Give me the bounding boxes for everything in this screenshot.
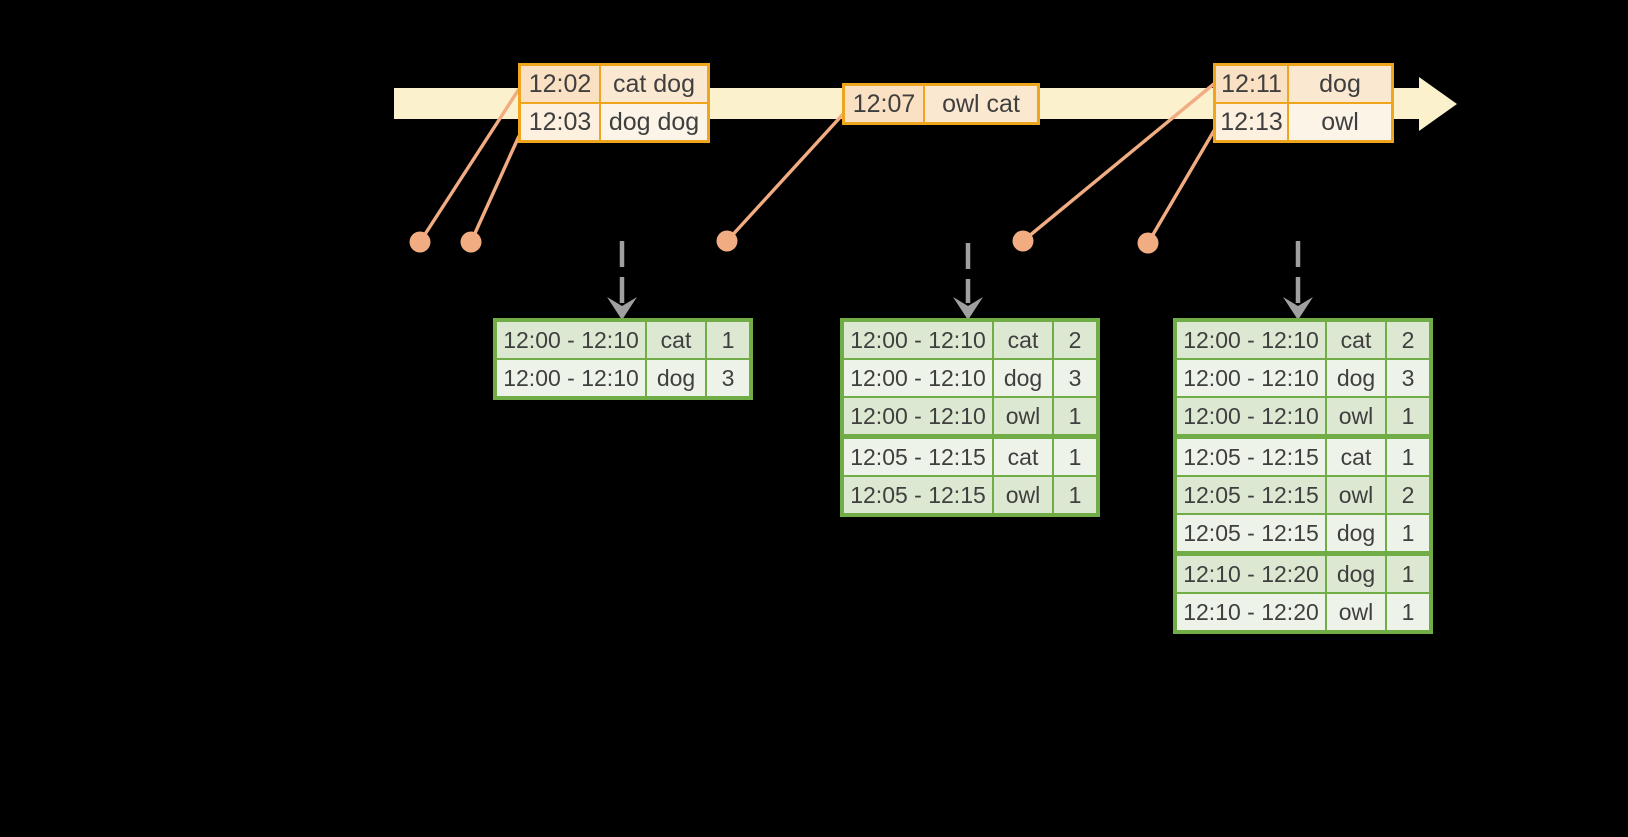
result-word-cell: dog (1325, 513, 1387, 555)
result-word-cell: owl (992, 396, 1054, 438)
result-row: 12:05 - 12:15 dog 1 (1174, 513, 1432, 555)
result-word-cell: owl (1325, 592, 1387, 633)
event-words: cat dog (599, 63, 710, 104)
result-count-cell: 1 (1385, 434, 1432, 477)
result-window-cell: 12:05 - 12:15 (841, 475, 994, 516)
result-word-cell: dog (1325, 551, 1387, 594)
result-word-cell: dog (1325, 358, 1387, 398)
event-row: 12:11 dog (1213, 63, 1394, 104)
event-box-1211: 12:11 dog 12:13 owl (1213, 63, 1394, 143)
result-count-cell: 3 (705, 358, 752, 399)
result-window-cell: 12:10 - 12:20 (1174, 551, 1327, 594)
event-dot-icon (1012, 230, 1034, 252)
result-word-cell: owl (992, 475, 1054, 516)
event-row: 12:13 owl (1213, 102, 1394, 143)
event-time: 12:02 (518, 63, 601, 104)
event-dot-icon (409, 231, 431, 253)
result-window-cell: 12:00 - 12:10 (1174, 319, 1327, 360)
result-count-cell: 1 (1052, 434, 1099, 477)
result-count-cell: 1 (1385, 551, 1432, 594)
result-word-cell: owl (1325, 475, 1387, 515)
result-table-2: 12:00 - 12:10 cat 2 12:00 - 12:10 dog 3 … (840, 318, 1100, 517)
result-count-cell: 3 (1052, 358, 1099, 398)
result-count-cell: 3 (1385, 358, 1432, 398)
event-time: 12:03 (518, 102, 601, 143)
result-row: 12:00 - 12:10 dog 3 (494, 358, 752, 399)
trigger-dashed-lines (619, 241, 1301, 303)
event-dots (409, 230, 1159, 254)
result-word-cell: owl (1325, 396, 1387, 438)
result-row: 12:00 - 12:10 owl 1 (841, 396, 1099, 438)
result-window-cell: 12:05 - 12:15 (1174, 475, 1327, 515)
result-count-cell: 1 (1385, 396, 1432, 438)
result-window-cell: 12:00 - 12:10 (494, 358, 647, 399)
connector-line (1146, 128, 1217, 244)
result-window-cell: 12:00 - 12:10 (841, 319, 994, 360)
result-count-cell: 2 (1052, 319, 1099, 360)
result-row: 12:00 - 12:10 cat 2 (841, 319, 1099, 360)
result-count-cell: 1 (705, 319, 752, 360)
result-count-cell: 2 (1385, 475, 1432, 515)
result-count-cell: 1 (1385, 513, 1432, 555)
event-row: 12:02 cat dog (518, 63, 710, 104)
event-box-1207: 12:07 owl cat (842, 83, 1040, 125)
event-dot-icon (716, 230, 738, 252)
result-word-cell: cat (992, 319, 1054, 360)
result-count-cell: 1 (1385, 592, 1432, 633)
result-window-cell: 12:10 - 12:20 (1174, 592, 1327, 633)
result-window-cell: 12:05 - 12:15 (1174, 434, 1327, 477)
result-word-cell: cat (1325, 434, 1387, 477)
result-row: 12:10 - 12:20 owl 1 (1174, 592, 1432, 633)
result-word-cell: dog (645, 358, 707, 399)
connector-line (469, 135, 521, 243)
result-row: 12:05 - 12:15 cat 1 (841, 434, 1099, 477)
event-words: owl (1287, 102, 1394, 143)
event-box-1202: 12:02 cat dog 12:03 dog dog (518, 63, 710, 143)
event-time: 12:07 (842, 83, 925, 125)
down-arrowhead-icon (607, 297, 637, 320)
trigger-arrowheads (607, 297, 1313, 320)
result-window-cell: 12:00 - 12:10 (841, 358, 994, 398)
result-count-cell: 1 (1052, 396, 1099, 438)
result-word-cell: cat (1325, 319, 1387, 360)
result-row: 12:05 - 12:15 cat 1 (1174, 434, 1432, 477)
event-dot-icon (1137, 232, 1159, 254)
result-table-1: 12:00 - 12:10 cat 1 12:00 - 12:10 dog 3 (493, 318, 753, 400)
event-words: dog (1287, 63, 1394, 104)
result-window-cell: 12:00 - 12:10 (1174, 358, 1327, 398)
result-row: 12:05 - 12:15 owl 2 (1174, 475, 1432, 515)
event-time: 12:11 (1213, 63, 1289, 104)
down-arrowhead-icon (1283, 297, 1313, 320)
result-count-cell: 1 (1052, 475, 1099, 516)
result-word-cell: cat (645, 319, 707, 360)
result-window-cell: 12:05 - 12:15 (841, 434, 994, 477)
result-word-cell: dog (992, 358, 1054, 398)
timeline-arrowhead-icon (1419, 77, 1457, 131)
result-window-cell: 12:05 - 12:15 (1174, 513, 1327, 555)
result-row: 12:10 - 12:20 dog 1 (1174, 551, 1432, 594)
result-window-cell: 12:00 - 12:10 (494, 319, 647, 360)
event-time: 12:13 (1213, 102, 1289, 143)
result-window-cell: 12:00 - 12:10 (1174, 396, 1327, 438)
event-dot-icon (460, 231, 482, 253)
result-row: 12:00 - 12:10 cat 1 (494, 319, 752, 360)
result-count-cell: 2 (1385, 319, 1432, 360)
result-row: 12:00 - 12:10 dog 3 (1174, 358, 1432, 398)
result-row: 12:00 - 12:10 cat 2 (1174, 319, 1432, 360)
result-word-cell: cat (992, 434, 1054, 477)
result-row: 12:00 - 12:10 owl 1 (1174, 396, 1432, 438)
result-row: 12:00 - 12:10 dog 3 (841, 358, 1099, 398)
down-arrowhead-icon (953, 297, 983, 320)
event-words: owl cat (923, 83, 1040, 125)
event-row: 12:07 owl cat (842, 83, 1040, 125)
connector-line (725, 110, 847, 243)
result-row: 12:05 - 12:15 owl 1 (841, 475, 1099, 516)
result-table-3: 12:00 - 12:10 cat 2 12:00 - 12:10 dog 3 … (1173, 318, 1433, 634)
event-words: dog dog (599, 102, 710, 143)
event-row: 12:03 dog dog (518, 102, 710, 143)
result-window-cell: 12:00 - 12:10 (841, 396, 994, 438)
